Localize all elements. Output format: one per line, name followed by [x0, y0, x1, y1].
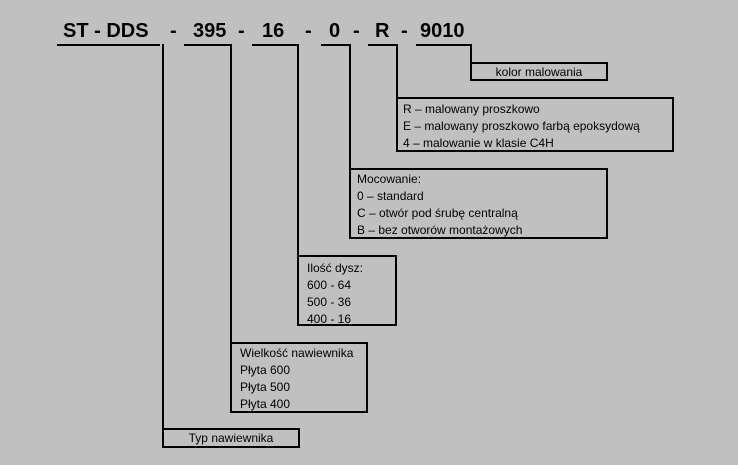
code-separator: - [170, 20, 177, 42]
code-paint-color: 9010 [420, 20, 465, 42]
mounting-option-c: C – otwór pod śrubę centralną [357, 206, 518, 220]
paint-color-box: kolor malowania [470, 62, 608, 81]
code-type: ST - DDS [63, 20, 149, 42]
paint-color-label: kolor malowania [495, 65, 583, 79]
code-nozzles: 16 [262, 20, 285, 42]
size-heading: Wielkość nawiewnika [240, 346, 354, 360]
paint-type-option-4: 4 – malowanie w klasie C4H [403, 136, 554, 150]
nozzles-box: Ilość dysz: 600 - 64 500 - 36 400 - 16 [297, 255, 397, 326]
code-separator: - [238, 20, 245, 42]
code-separator: - [353, 20, 360, 42]
nozzles-option-500: 500 - 36 [307, 295, 352, 309]
code-mounting: 0 [329, 20, 341, 42]
code-paint-type: R [375, 20, 390, 42]
nozzles-option-400: 400 - 16 [307, 312, 352, 326]
code-size: 395 [193, 20, 227, 42]
mounting-heading: Mocowanie: [357, 172, 422, 186]
size-option-500: Płyta 500 [240, 380, 291, 394]
mounting-option-0: 0 – standard [357, 189, 424, 203]
type-label: Typ nawiewnika [188, 431, 274, 445]
mounting-option-b: B – bez otworów montażowych [357, 223, 523, 237]
nozzles-heading: Ilość dysz: [307, 261, 364, 275]
paint-type-box: R – malowany proszkowo E – malowany pros… [396, 97, 674, 152]
paint-type-option-e: E – malowany proszkowo farbą epoksydową [403, 119, 640, 133]
paint-type-option-r: R – malowany proszkowo [403, 102, 540, 116]
type-box: Typ nawiewnika [162, 428, 300, 448]
code-separator: - [401, 20, 408, 42]
size-option-600: Płyta 600 [240, 363, 291, 377]
size-box: Wielkość nawiewnika Płyta 600 Płyta 500 … [230, 342, 368, 413]
mounting-box: Mocowanie: 0 – standard C – otwór pod śr… [349, 168, 608, 239]
nozzles-option-600: 600 - 64 [307, 278, 352, 292]
size-option-400: Płyta 400 [240, 397, 291, 411]
code-separator: - [305, 20, 312, 42]
